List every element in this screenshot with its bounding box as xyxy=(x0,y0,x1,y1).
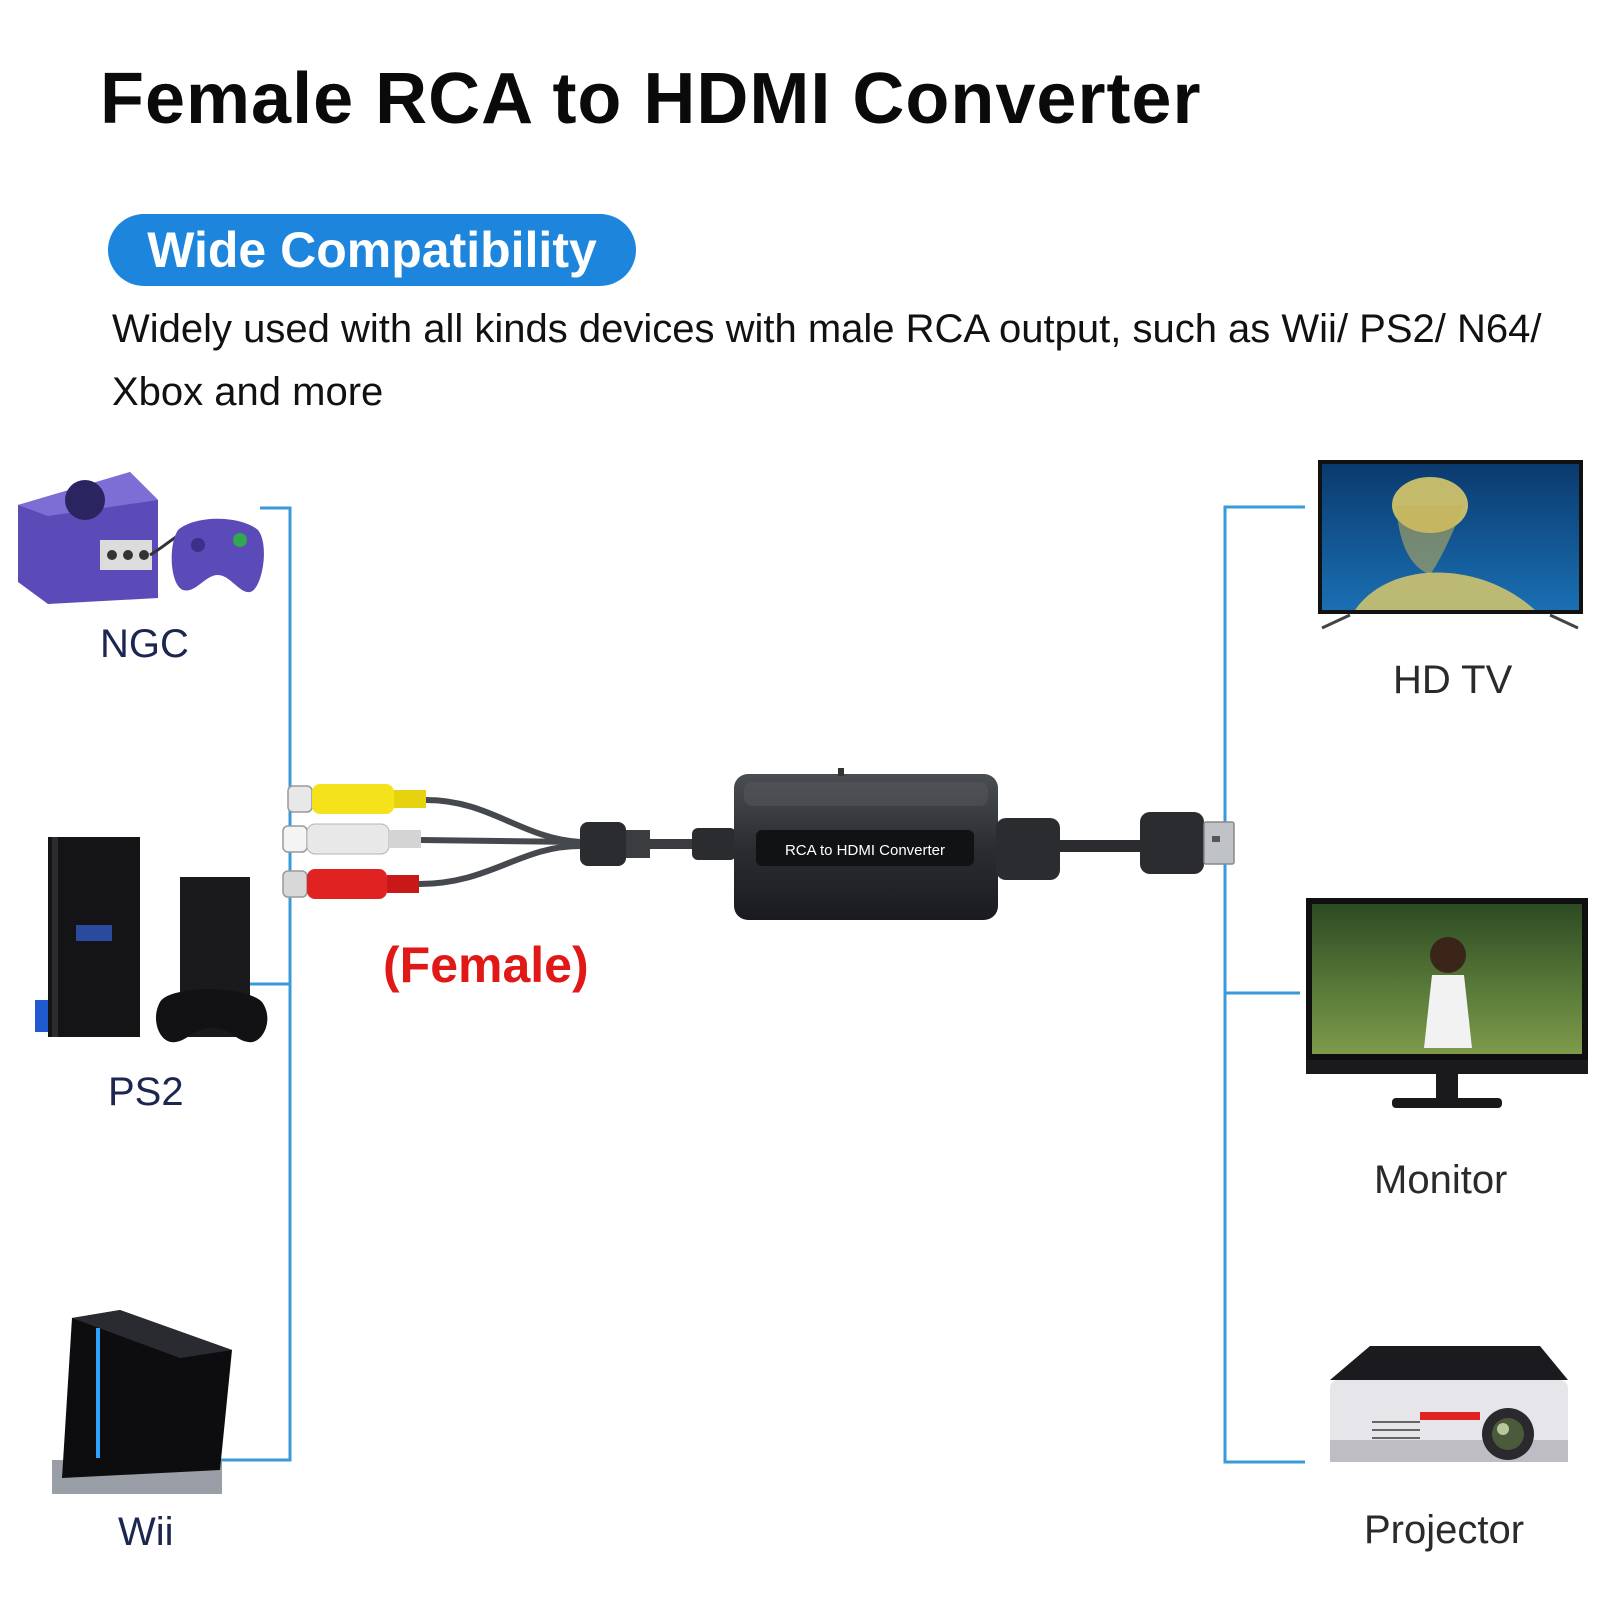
converter-label: RCA to HDMI Converter xyxy=(785,842,945,859)
hdmi-plug xyxy=(1203,821,1235,865)
rca-white-plug xyxy=(282,825,308,853)
device-label-ps2: PS2 xyxy=(108,1070,184,1114)
device-label-monitor: Monitor xyxy=(1374,1158,1508,1202)
rca-junction xyxy=(580,822,736,866)
line-hdtv xyxy=(1223,505,1305,1464)
rca-red-plug xyxy=(282,870,308,898)
female-connector-label: (Female) xyxy=(383,937,589,993)
hdmi-connectors xyxy=(996,812,1235,880)
device-label-hdtv: HD TV xyxy=(1393,658,1513,702)
feature-description: Widely used with all kinds devices with … xyxy=(112,307,1542,414)
hdtv-image xyxy=(1318,460,1583,630)
ps2-console-image xyxy=(35,837,268,1043)
wii-console-image xyxy=(52,1310,232,1494)
converter-box: RCA to HDMI Converter xyxy=(734,768,998,920)
output-connector-lines xyxy=(1223,505,1305,1464)
rca-plugs xyxy=(282,784,426,899)
device-label-projector: Projector xyxy=(1364,1508,1525,1552)
feature-badge: Wide Compatibility xyxy=(108,214,636,286)
ngc-console-image xyxy=(18,472,264,604)
device-label-wii: Wii xyxy=(118,1510,174,1554)
monitor-image xyxy=(1306,898,1588,1108)
page-title: Female RCA to HDMI Converter xyxy=(100,59,1202,139)
device-label-ngc: NGC xyxy=(100,622,189,666)
rca-cables xyxy=(418,797,581,887)
projector-image xyxy=(1330,1346,1568,1462)
rca-yellow-plug xyxy=(287,785,313,813)
